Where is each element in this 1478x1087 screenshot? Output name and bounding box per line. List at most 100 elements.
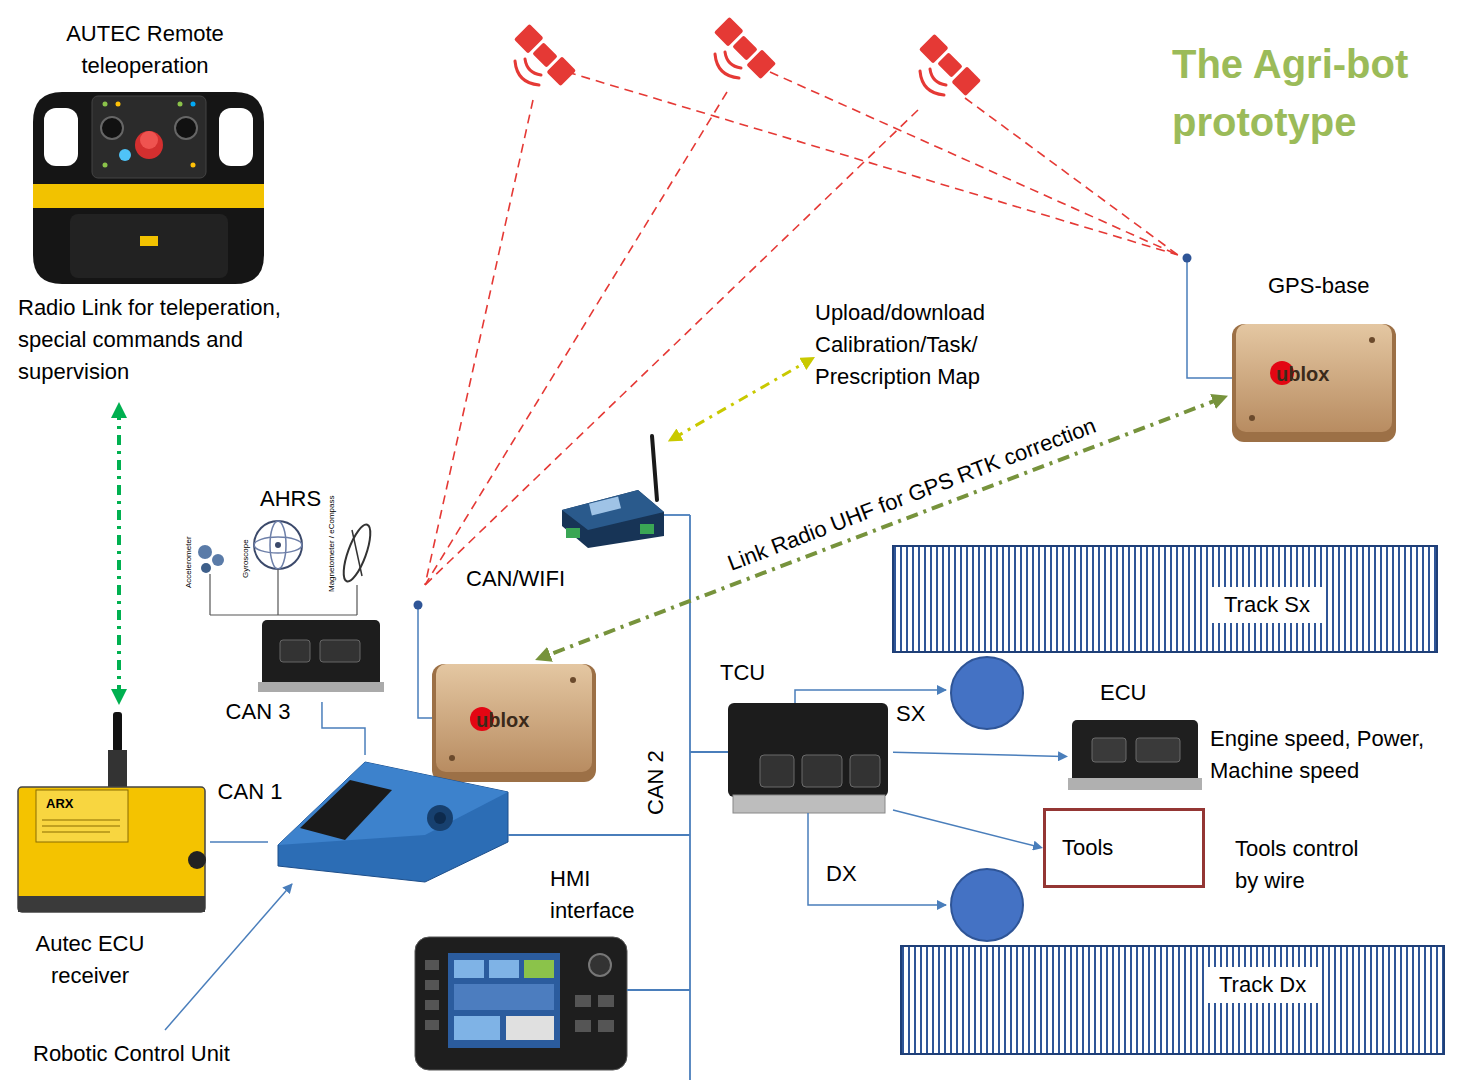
node-text: HMI interface xyxy=(550,863,660,927)
satellite xyxy=(725,52,741,68)
hmi-illustration xyxy=(506,1016,554,1040)
ahrs-unit: AHRS xyxy=(180,480,390,702)
robotic-control-unit-illustration xyxy=(278,762,508,882)
ecu-illustration xyxy=(1068,778,1202,790)
hmi-illustration xyxy=(415,937,627,1070)
gps-receiver-illustration xyxy=(570,677,576,683)
remote-control-illustration xyxy=(101,117,123,139)
autec-receiver-illustration xyxy=(42,820,120,832)
ahrs-sensors xyxy=(352,530,362,576)
robotic-control-unit-illustration xyxy=(278,762,508,845)
hmi-illustration xyxy=(425,980,439,990)
node-text: Radio Link for teleperation, special com… xyxy=(18,292,353,388)
connector xyxy=(117,410,121,697)
edge-label: CAN 1 xyxy=(215,778,286,807)
satellite xyxy=(746,49,776,79)
satellite xyxy=(919,34,981,96)
node-text: GPS-base xyxy=(1268,270,1398,302)
ecu-unit: ECUEngine speed, Power, Machine speed xyxy=(1068,675,1468,795)
satellite xyxy=(919,34,981,96)
hmi-illustration xyxy=(598,1020,614,1032)
gps-receiver-illustration xyxy=(414,601,597,783)
remote-control-illustration xyxy=(33,92,264,284)
drive-lines xyxy=(795,690,946,905)
node-text: ublox xyxy=(1276,360,1386,389)
hmi-illustration xyxy=(425,1000,439,1010)
data-exchange: Upload/download Calibration/Task/ Prescr… xyxy=(815,295,1047,400)
gps-base-illustration xyxy=(1187,258,1232,378)
tcu-illustration xyxy=(760,755,794,787)
satellite xyxy=(514,24,576,86)
ahrs-sensors xyxy=(258,682,384,692)
ecu-illustration xyxy=(1136,738,1180,762)
satellite xyxy=(525,59,541,75)
edge-label: Link Radio UHF for GPS RTK correction xyxy=(721,411,1103,580)
remote-control-illustration xyxy=(140,236,158,246)
remote-control-illustration xyxy=(33,184,264,208)
annotation: CAN 2 xyxy=(640,750,672,815)
satellite-signal xyxy=(425,92,727,585)
gps-receiver-illustration xyxy=(418,605,432,718)
can-bus xyxy=(690,751,728,753)
tcu-unit: TCU xyxy=(718,655,893,817)
ahrs-sensors xyxy=(198,521,384,692)
satellite-signal xyxy=(965,98,1178,255)
node-text: Upload/download Calibration/Task/ Prescr… xyxy=(815,297,1047,393)
ahrs-sensors xyxy=(275,542,281,548)
robotic-control-unit-illustration xyxy=(434,812,446,824)
tools-box: Tools xyxy=(1043,808,1205,888)
annotation: Accelerometer xyxy=(183,536,195,588)
autec-receiver: ARX Autec ECU receiver xyxy=(10,705,210,1005)
sprocket xyxy=(951,657,1023,941)
satellite xyxy=(920,71,944,95)
satellite xyxy=(951,66,981,96)
remote-control: AUTEC Remote teleoperationRadio Link for… xyxy=(15,10,355,402)
gps-receiver-illustration xyxy=(436,664,592,772)
tcu-illustration xyxy=(728,703,888,797)
hmi-illustration xyxy=(454,1016,500,1040)
satellite xyxy=(715,54,739,78)
can-wifi-illustration xyxy=(566,528,580,538)
tcu-illustration xyxy=(733,795,885,813)
remote-control-illustration xyxy=(140,131,158,149)
can-wifi-illustration xyxy=(562,490,664,548)
node-text: Track Dx xyxy=(1207,967,1318,1003)
connector xyxy=(893,752,1063,756)
satellite-signal xyxy=(425,72,1178,585)
connector xyxy=(674,360,809,438)
autec-receiver-illustration xyxy=(18,896,205,912)
satellite xyxy=(546,56,576,86)
node-text: ARX xyxy=(46,795,116,814)
tcu-illustration xyxy=(728,703,888,813)
ecu-illustration xyxy=(1072,720,1198,786)
node-text: ECU xyxy=(1100,677,1190,709)
node-text: ublox xyxy=(476,706,586,735)
remote-control-illustration xyxy=(44,108,78,166)
robotic-control-unit: Robotic Control Unit xyxy=(268,755,513,880)
node-text: TCU xyxy=(720,657,790,689)
node-text: Tools xyxy=(1062,832,1113,864)
satellite xyxy=(930,69,946,85)
remote-control-illustration xyxy=(191,163,196,168)
can-bus xyxy=(627,989,690,991)
robotic-control-unit-illustration xyxy=(278,762,508,882)
satellite xyxy=(514,24,576,86)
node-text: Track Sx xyxy=(1212,587,1322,623)
node-text: Autec ECU receiver xyxy=(10,928,170,992)
annotation: Tools control by wire xyxy=(1235,833,1385,897)
connector xyxy=(322,702,365,755)
remote-control-illustration xyxy=(219,108,253,166)
satellite xyxy=(532,42,557,67)
ahrs-sensors xyxy=(198,545,212,559)
satellite xyxy=(732,35,757,60)
autec-receiver-illustration xyxy=(188,851,206,869)
remote-control-illustration xyxy=(191,102,196,107)
autec-receiver-illustration xyxy=(18,787,205,912)
gps-base-illustration xyxy=(1232,324,1396,442)
can-wifi-illustration xyxy=(589,497,621,516)
hmi-illustration xyxy=(425,1020,439,1030)
